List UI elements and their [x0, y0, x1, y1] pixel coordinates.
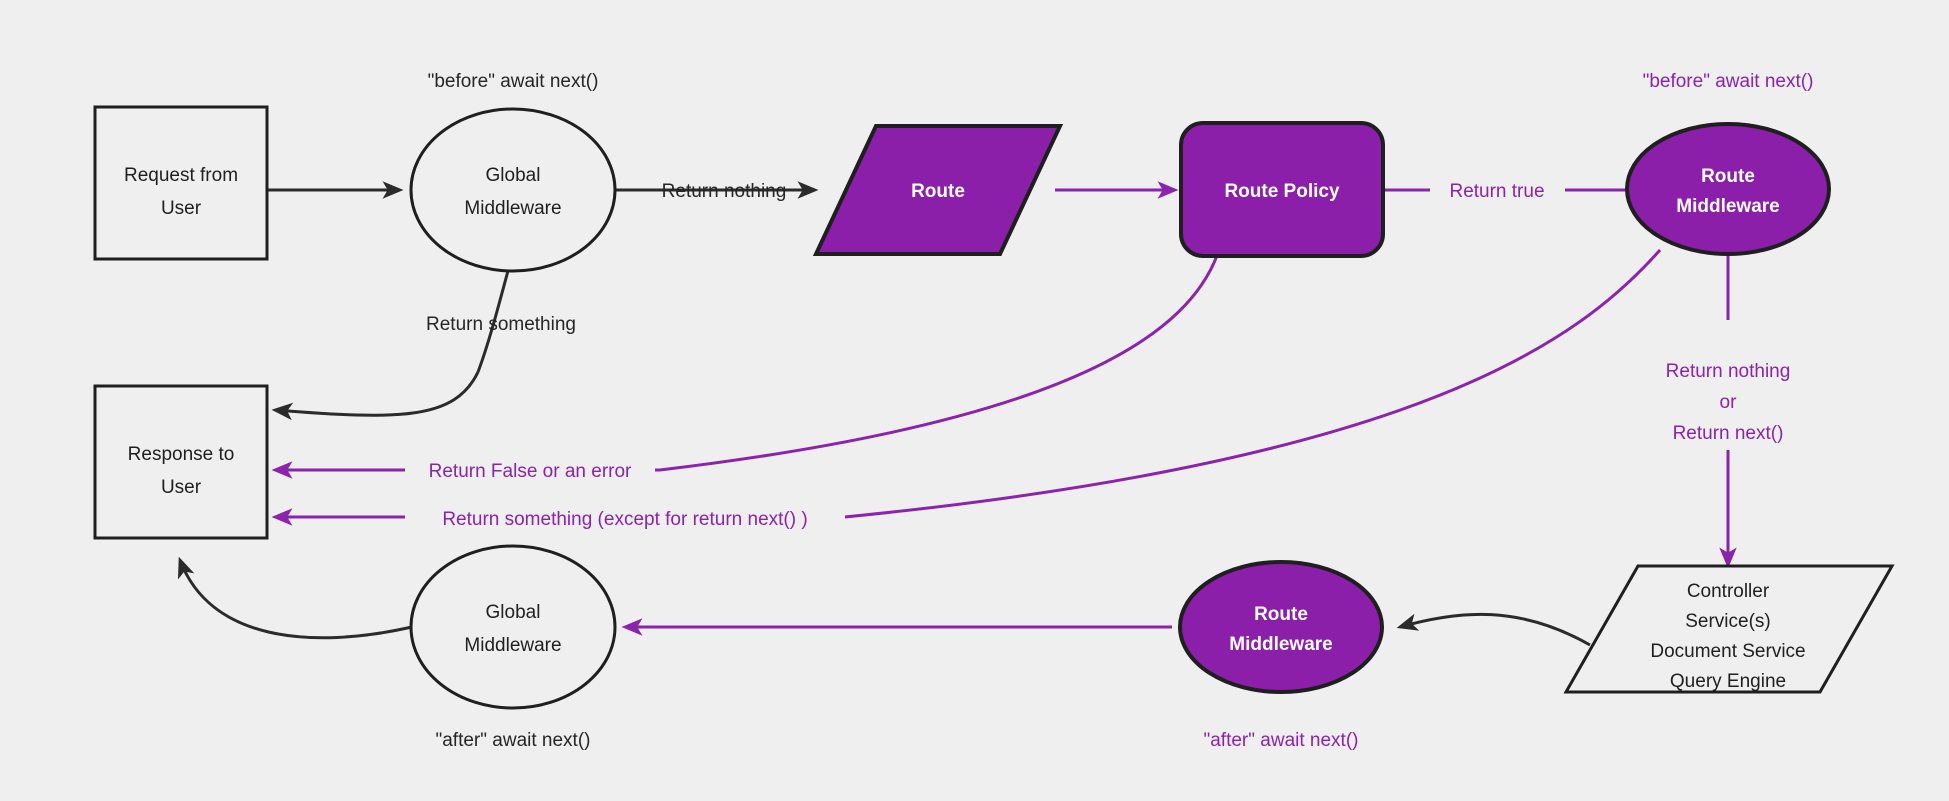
- node-request-line1: Request from: [124, 165, 238, 186]
- node-global-mw-bottom-line2: Middleware: [464, 635, 561, 656]
- node-controller-services[interactable]: Controller Service(s) Document Service Q…: [1563, 564, 1895, 694]
- edge-label-or: or: [1720, 392, 1738, 413]
- node-global-mw-top-line1: Global: [486, 165, 541, 186]
- edge-controller-to-route-mw-bottom: [1396, 612, 1591, 647]
- edge-label-return-next: Return next(): [1673, 423, 1784, 444]
- annotation-after-await-next-global: "after" await next(): [436, 730, 591, 751]
- annotation-before-await-next-route: "before" await next(): [1643, 71, 1814, 92]
- node-controller-line3: Document Service: [1650, 641, 1805, 662]
- node-controller-line1: Controller: [1687, 581, 1770, 602]
- edge-label-return-something: Return something: [426, 314, 576, 335]
- node-controller-line2: Service(s): [1685, 611, 1771, 632]
- node-request-line2: User: [161, 198, 202, 219]
- edge-route-mw-to-response-curve: [844, 249, 1662, 519]
- node-global-middleware-bottom[interactable]: Global Middleware: [409, 544, 617, 710]
- edge-return-something-to-response: [271, 371, 480, 421]
- node-response-line1: Response to: [128, 444, 235, 465]
- edge-label-return-something-except: Return something (except for return next…: [442, 509, 807, 530]
- edge-route-policy-to-response-curve: [659, 252, 1220, 472]
- node-controller-line4: Query Engine: [1670, 671, 1786, 692]
- node-route-mw-top-line2: Middleware: [1676, 196, 1779, 217]
- node-global-mw-bottom-line1: Global: [486, 602, 541, 623]
- node-route-mw-bottom-line2: Middleware: [1229, 634, 1332, 655]
- edge-global-mw-bottom-to-response: [177, 556, 413, 640]
- node-route[interactable]: Route: [812, 124, 1064, 256]
- node-request-from-user[interactable]: Request from User: [93, 105, 269, 261]
- node-route-middleware-top[interactable]: Route Middleware: [1625, 122, 1831, 256]
- edge-label-return-true: Return true: [1449, 181, 1544, 202]
- node-route-policy[interactable]: Route Policy: [1179, 121, 1385, 258]
- edge-label-return-nothing: Return nothing: [662, 181, 787, 202]
- annotation-before-await-next-global: "before" await next(): [428, 71, 599, 92]
- node-route-label: Route: [911, 181, 965, 202]
- node-route-mw-bottom-line1: Route: [1254, 604, 1308, 625]
- node-response-line2: User: [161, 477, 202, 498]
- edge-label-return-false-or-error: Return False or an error: [429, 461, 632, 482]
- node-route-middleware-bottom[interactable]: Route Middleware: [1178, 560, 1384, 694]
- node-route-mw-top-line1: Route: [1701, 166, 1755, 187]
- edge-label-return-nothing-2: Return nothing: [1666, 361, 1791, 382]
- annotation-after-await-next-route: "after" await next(): [1204, 730, 1359, 751]
- node-route-policy-label: Route Policy: [1224, 181, 1340, 202]
- node-response-to-user[interactable]: Response to User: [93, 384, 269, 540]
- node-global-middleware-top[interactable]: Global Middleware: [409, 107, 617, 273]
- node-global-mw-top-line2: Middleware: [464, 198, 561, 219]
